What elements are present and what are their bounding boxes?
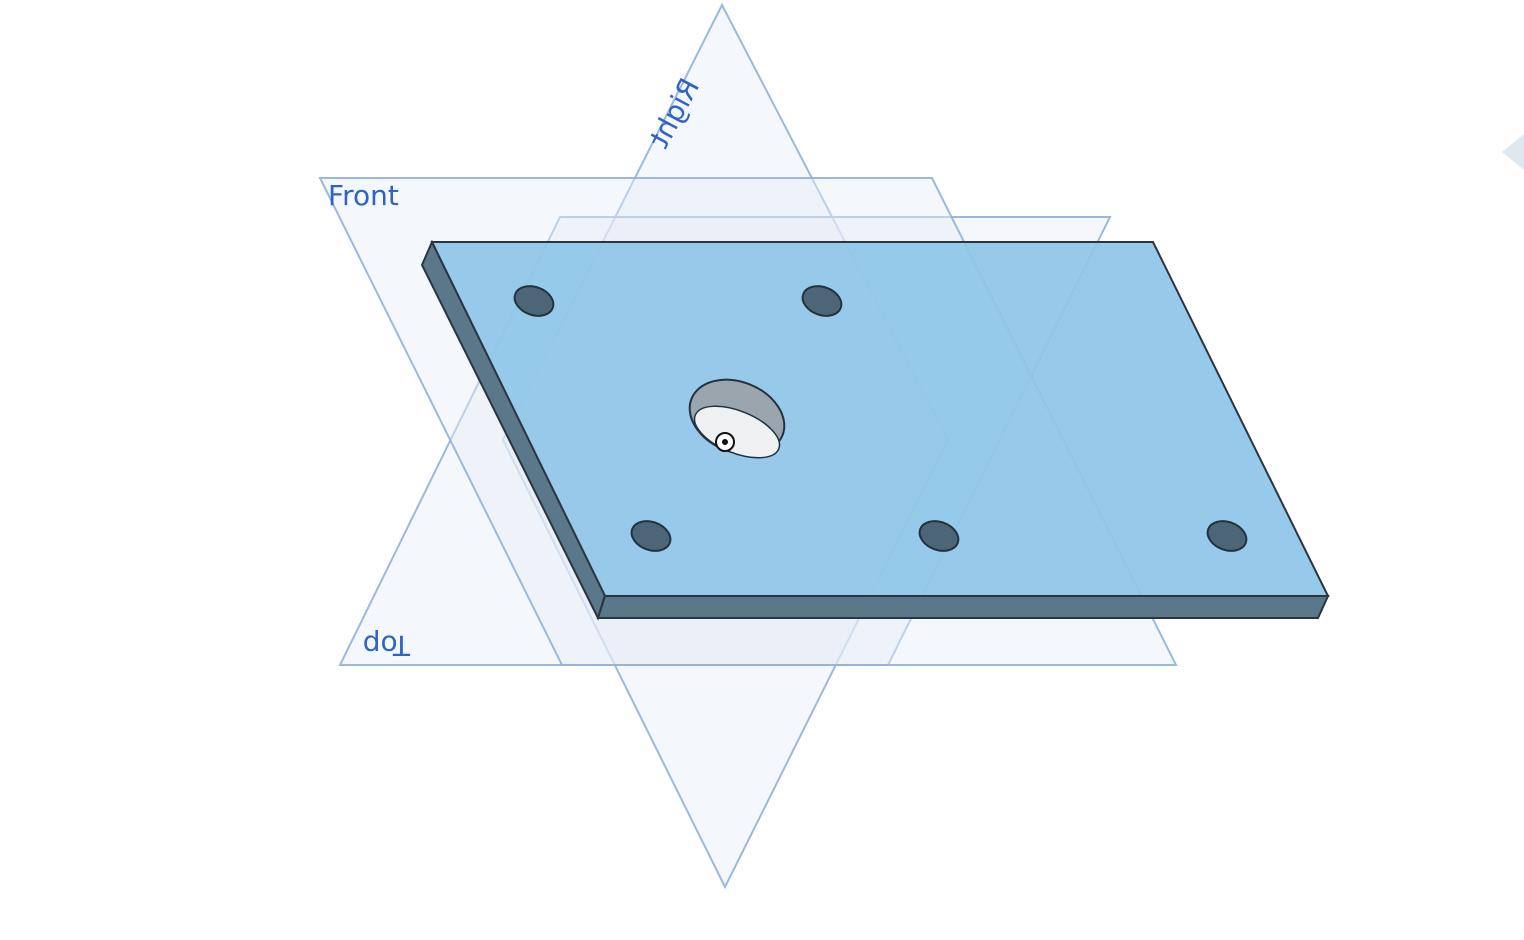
view-cube-arrow-icon[interactable] xyxy=(1502,134,1524,170)
front-plane-label[interactable]: Front xyxy=(328,179,399,212)
mounting-hole[interactable] xyxy=(627,516,674,556)
plate-top-face[interactable] xyxy=(430,241,1330,597)
plate-front-side[interactable] xyxy=(596,595,1330,619)
mounting-hole[interactable] xyxy=(1203,516,1250,556)
counterbore-hole[interactable] xyxy=(678,366,795,468)
mounting-hole[interactable] xyxy=(510,281,557,321)
top-plane-label[interactable]: Top xyxy=(363,629,411,662)
mounting-hole[interactable] xyxy=(915,516,962,556)
plate-part[interactable] xyxy=(420,239,1330,621)
origin-point-icon[interactable] xyxy=(715,432,735,452)
mounting-hole[interactable] xyxy=(798,281,845,321)
